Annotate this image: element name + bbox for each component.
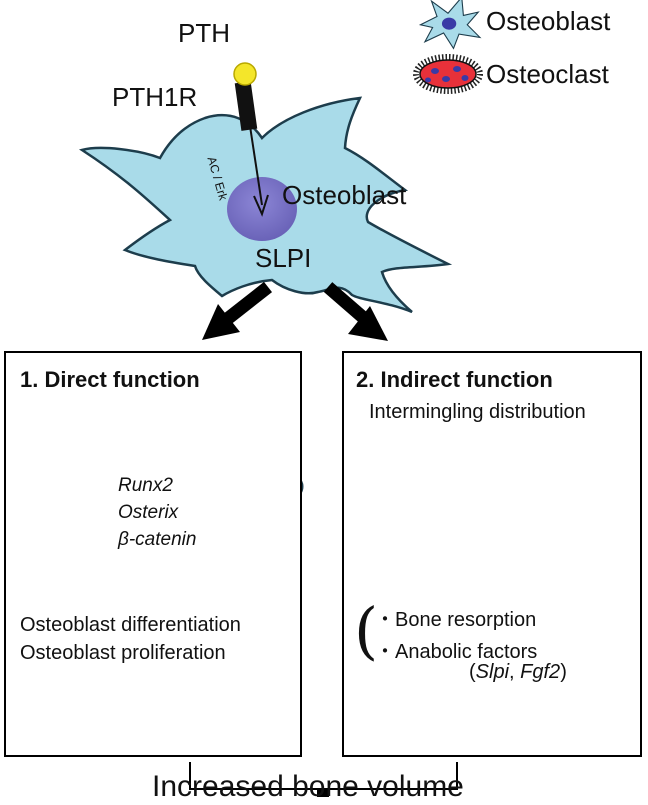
slpi-label: SLPI [255,243,312,273]
gene-beta-catenin: β-catenin [118,529,197,550]
anabolic-factor-list: (Slpi, Fgf2) [469,661,567,683]
legend-osteoblast-label: Osteoblast [486,6,611,36]
direct-function-box [4,351,302,757]
effect-differentiation: Osteoblast differentiation [20,614,241,636]
intermingling-label: Intermingling distribution [369,401,586,423]
legend-osteoblast-icon [418,0,482,50]
gene-runx2: Runx2 [118,475,173,496]
main-nucleus [227,177,297,241]
pth1r-label: PTH1R [112,82,198,112]
direct-function-title: 1. Direct function [20,367,200,392]
gene-osterix: Osterix [118,502,179,523]
legend-osteoclast-icon [413,54,483,94]
arrow-to-indirect [323,282,388,341]
factor-fgf2: Fgf2 [520,661,561,683]
osteoblast-cell-label: Osteoblast [282,180,407,210]
indirect-function-box [342,351,642,757]
factor-slpi: Slpi [475,661,510,683]
effect-anabolic-factors: ・Anabolic factors [375,641,538,663]
arrow-to-direct [202,281,273,340]
paren-brace: ( [354,594,379,667]
result-label: Increased bone volume [152,770,464,803]
indirect-function-title: 2. Indirect function [356,367,553,392]
result-bracket [189,762,458,797]
pth-label: PTH [178,18,230,48]
legend-osteoclast-label: Osteoclast [486,59,609,89]
pth-ligand [233,62,257,86]
signal-arrow [249,125,269,217]
effect-bone-resorption: ・Bone resorption [375,609,537,631]
effect-proliferation: Osteoblast proliferation [20,642,226,664]
pth1r-receptor [234,81,258,131]
